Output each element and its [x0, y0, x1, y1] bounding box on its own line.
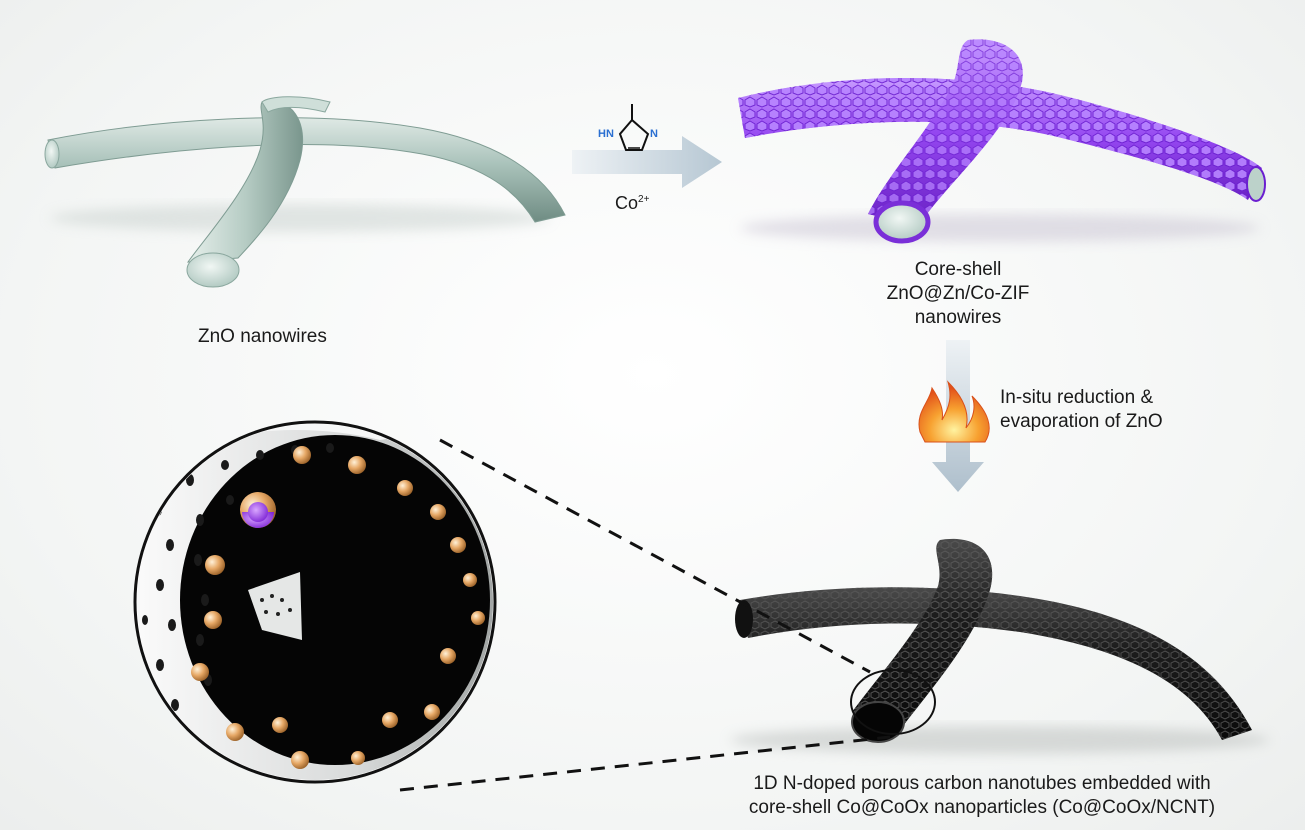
zno-nanowires-label: ZnO nanowires — [198, 326, 327, 347]
zno-nanowires-illustration — [44, 96, 566, 288]
flame-icon — [918, 380, 990, 443]
final-product-line2: core-shell Co@CoOx nanoparticles (Co@CoO… — [748, 797, 1216, 818]
carbon-nanotubes-illustration — [730, 538, 1270, 754]
final-product-label: 1D N-doped porous carbon nanotubes embed… — [722, 772, 1242, 820]
core-shell-label: Core-shell ZnO@Zn/Co-ZIF nanowires — [886, 259, 1030, 328]
core-shell-particle — [240, 492, 276, 528]
zoom-lines — [399, 438, 891, 792]
cobalt-ion-symbol: Co — [615, 193, 639, 213]
cobalt-ion-label: Co2+ — [615, 188, 649, 215]
molecule-hn-label: HN — [598, 128, 614, 140]
magnified-cross-section — [133, 420, 497, 784]
2-methylimidazole-molecule — [618, 104, 650, 151]
molecule-n-label: N — [650, 128, 658, 140]
final-product-line1: 1D N-doped porous carbon nanotubes embed… — [753, 773, 1211, 794]
in-situ-reduction-label: In-situ reduction & evaporation of ZnO — [1000, 387, 1163, 432]
zif-coated-nanowires-illustration — [738, 39, 1266, 244]
cobalt-ion-charge: 2+ — [638, 194, 650, 205]
co-nanoparticles — [191, 446, 485, 769]
synthesis-arrow — [572, 136, 722, 188]
